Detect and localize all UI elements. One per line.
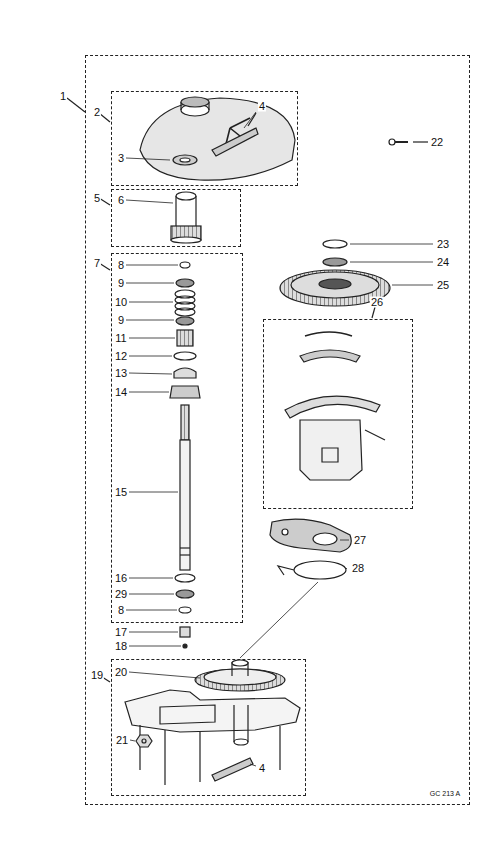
callout-number: 9 bbox=[117, 315, 125, 326]
drawing-code: GC 213 A bbox=[429, 790, 461, 797]
callout-number: 4 bbox=[258, 101, 266, 112]
callout-number: 12 bbox=[114, 351, 128, 362]
callout-number: 1 bbox=[59, 91, 67, 102]
callout-number: 27 bbox=[353, 535, 367, 546]
callout-number: 8 bbox=[117, 260, 125, 271]
callout-number: 28 bbox=[351, 563, 365, 574]
callout-number: 29 bbox=[114, 589, 128, 600]
callout-number: 23 bbox=[436, 239, 450, 250]
callout-number: 3 bbox=[117, 153, 125, 164]
callout-number: 22 bbox=[430, 137, 444, 148]
callout-number: 24 bbox=[436, 257, 450, 268]
callout-number: 18 bbox=[114, 641, 128, 652]
callout-number: 14 bbox=[114, 387, 128, 398]
callout-number: 16 bbox=[114, 573, 128, 584]
callout-number: 9 bbox=[117, 278, 125, 289]
callout-number: 6 bbox=[117, 195, 125, 206]
assembly-box: 26 bbox=[263, 319, 413, 509]
callout-number: 5 bbox=[93, 193, 101, 204]
assembly-box: 12572619 bbox=[85, 55, 470, 805]
callout-number: 10 bbox=[114, 297, 128, 308]
assembly-box: 19 bbox=[111, 659, 306, 796]
callout-number: 17 bbox=[114, 627, 128, 638]
callout-number: 25 bbox=[436, 280, 450, 291]
callout-number: 11 bbox=[114, 333, 127, 344]
callout-number: 13 bbox=[114, 368, 128, 379]
callout-number: 20 bbox=[114, 667, 128, 678]
assembly-box: 5 bbox=[111, 189, 241, 247]
callout-number: 2 bbox=[93, 107, 101, 118]
callout-number: 26 bbox=[370, 297, 384, 308]
callout-number: 19 bbox=[90, 670, 104, 681]
callout-number: 8 bbox=[117, 605, 125, 616]
callout-number: 4 bbox=[258, 763, 266, 774]
callout-number: 21 bbox=[115, 735, 129, 746]
callout-number: 7 bbox=[93, 258, 101, 269]
assembly-box: 2 bbox=[111, 91, 298, 186]
assembly-box: 7 bbox=[111, 253, 243, 623]
callout-number: 15 bbox=[114, 487, 128, 498]
